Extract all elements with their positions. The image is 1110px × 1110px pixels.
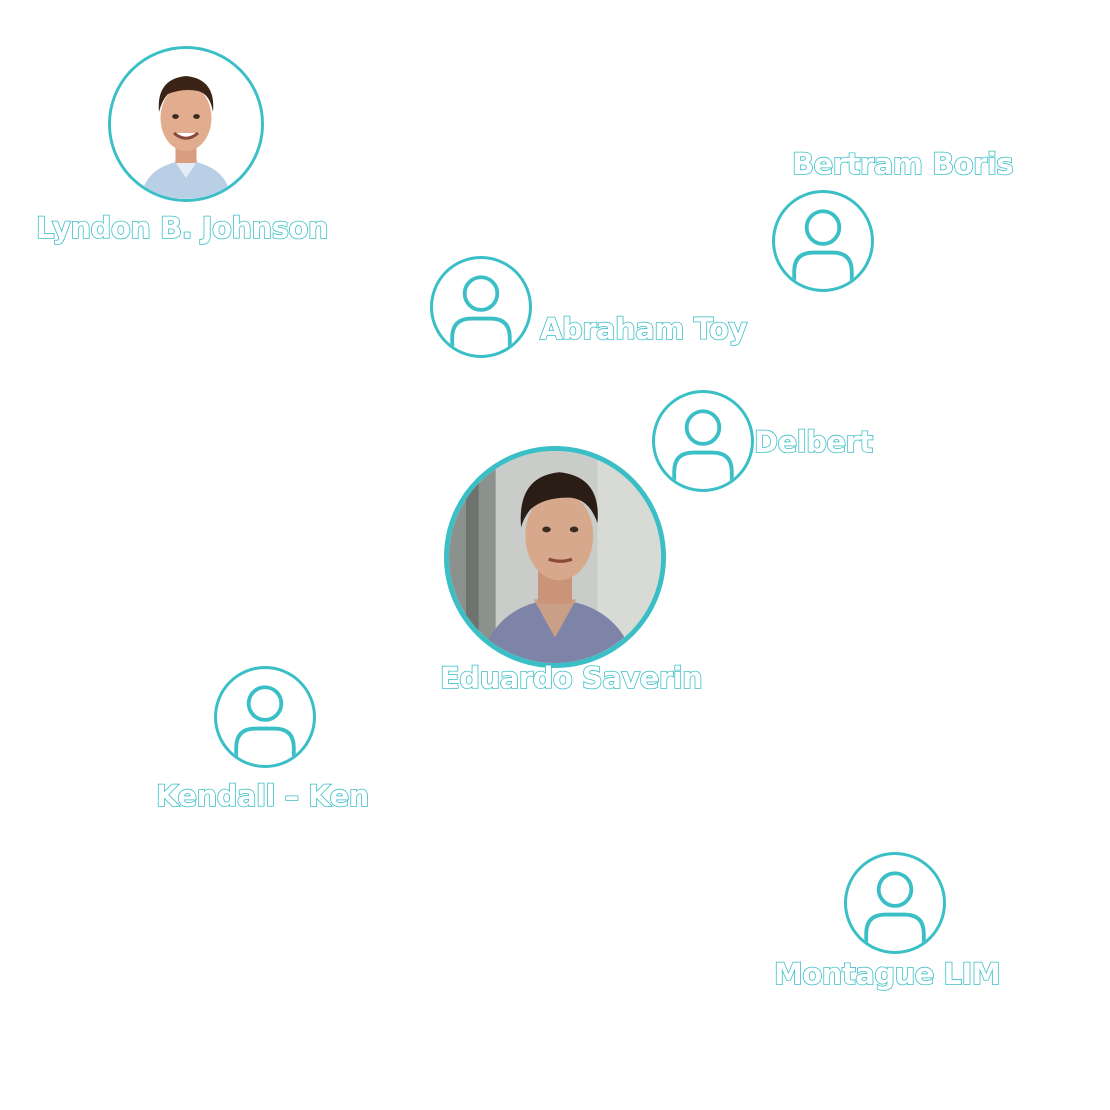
person-name: Lyndon B. Johnson [35, 211, 329, 245]
portrait-man-looking-up [449, 451, 661, 663]
user-icon[interactable] [214, 666, 316, 768]
person-name: Eduardo Saverin [439, 661, 703, 695]
user-icon[interactable] [652, 390, 754, 492]
person-name: Kendall – Ken [155, 779, 370, 813]
person-name: Abraham Toy [539, 312, 748, 346]
avatar-photo[interactable] [444, 446, 666, 668]
portrait-smiling-man [111, 49, 261, 199]
user-icon[interactable] [844, 852, 946, 954]
avatar-photo[interactable] [108, 46, 264, 202]
person-name: Delbert [753, 425, 874, 459]
person-name: Montague LIM [773, 957, 1001, 991]
user-icon[interactable] [430, 256, 532, 358]
user-icon[interactable] [772, 190, 874, 292]
person-name: Bertram Boris [791, 147, 1014, 181]
